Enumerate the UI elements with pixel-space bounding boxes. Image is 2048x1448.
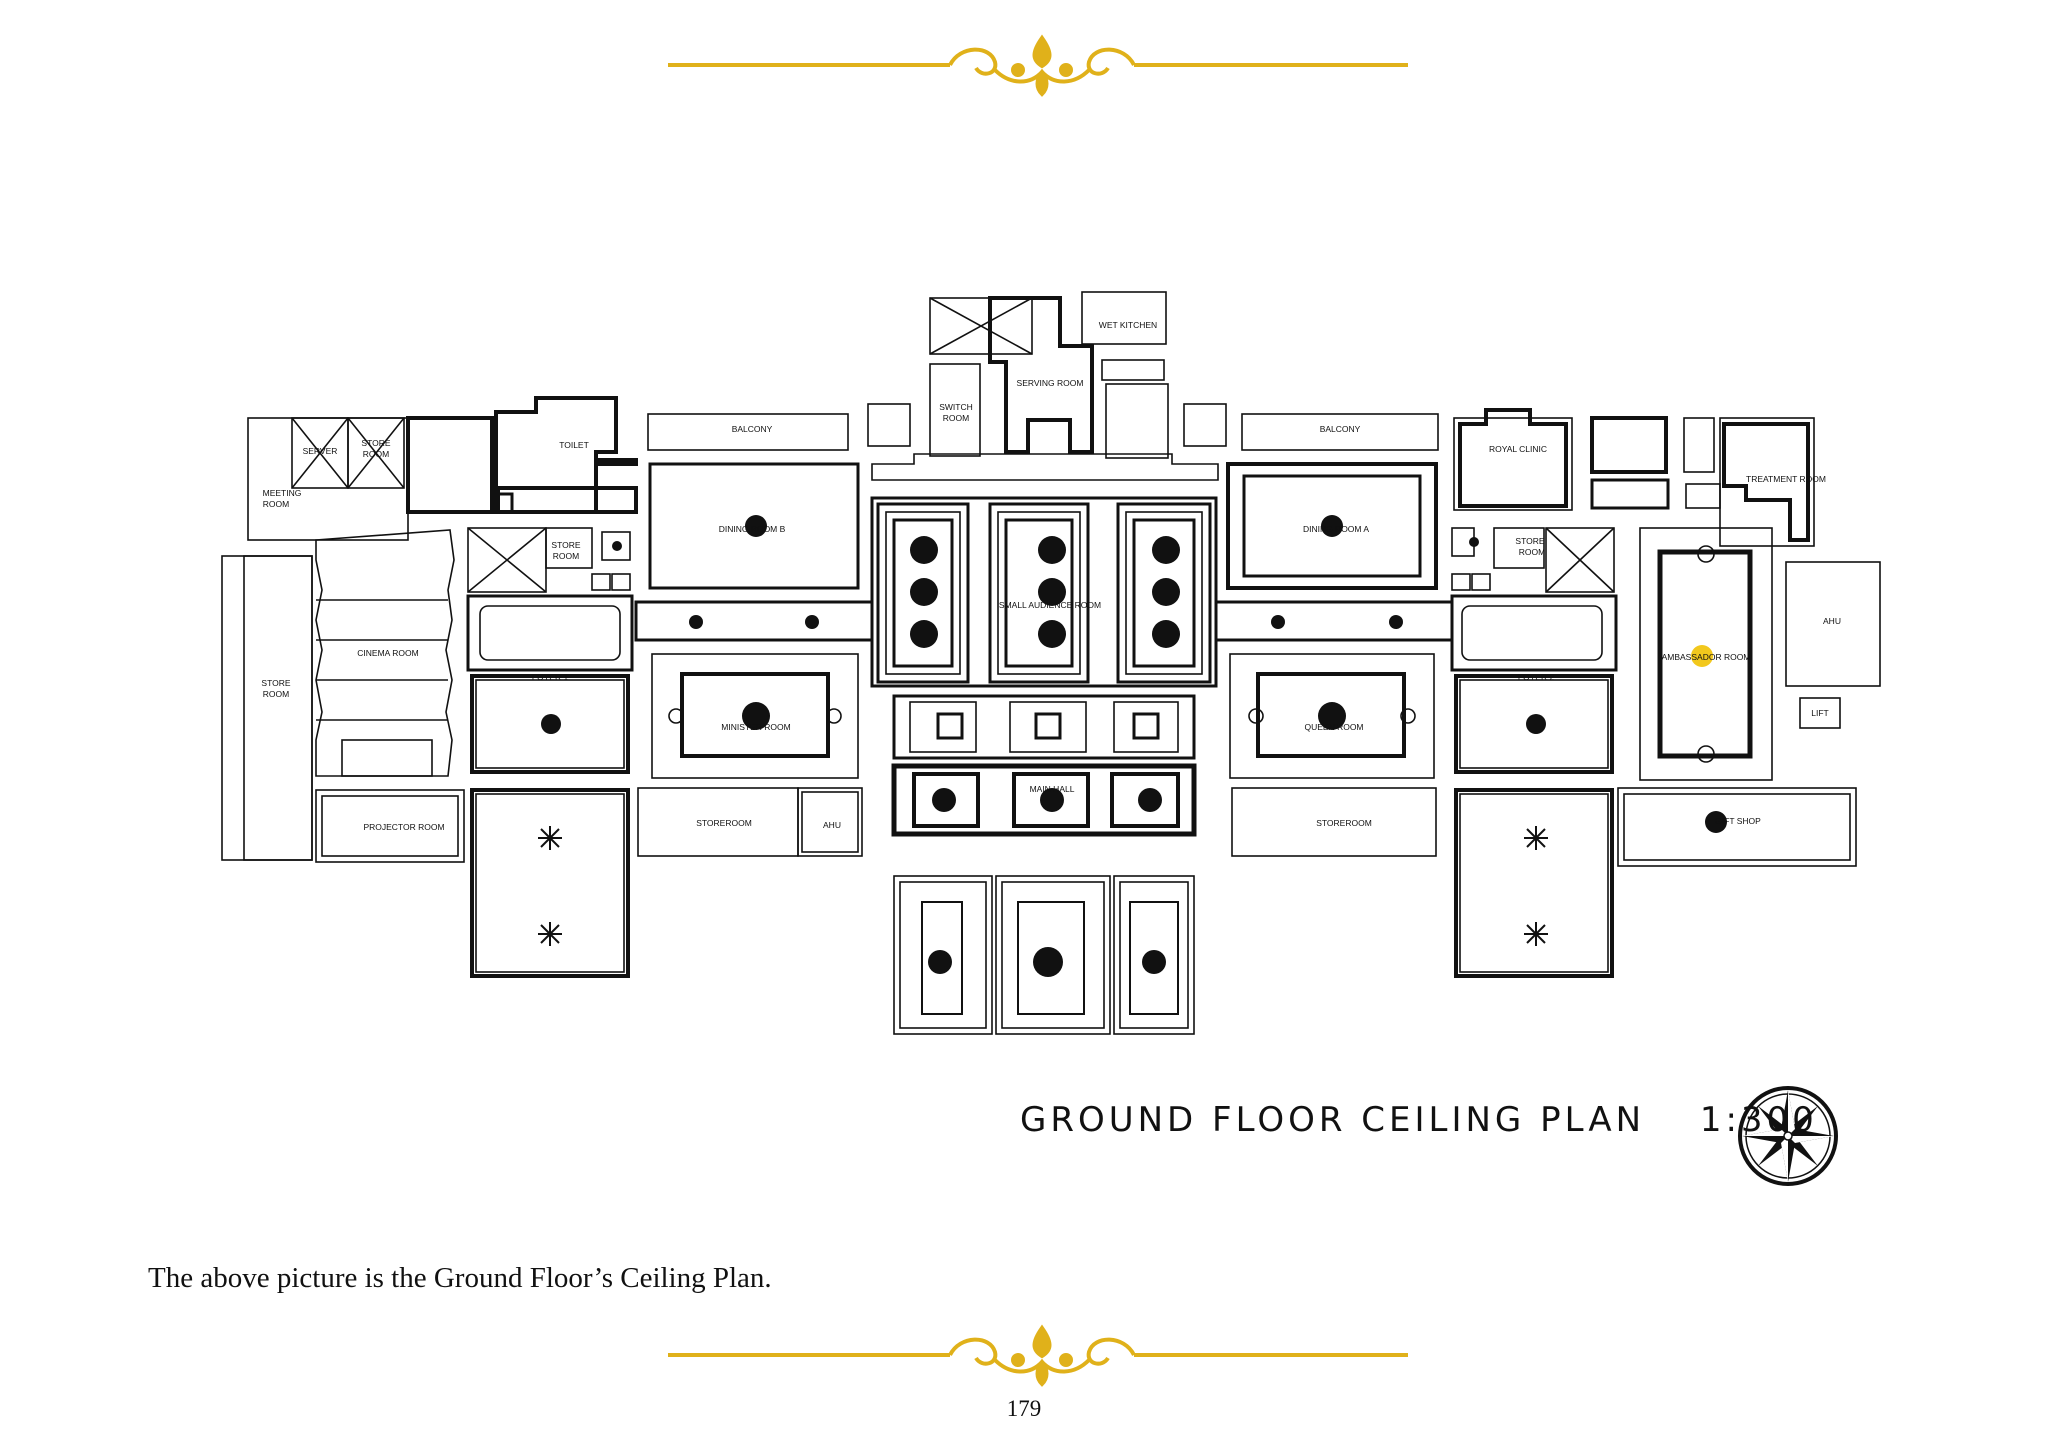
queen-room-outline bbox=[1256, 672, 1406, 758]
store-room-mid-left-outline bbox=[545, 527, 593, 569]
toilet-outline bbox=[494, 396, 638, 514]
serving-room-label: SERVING ROOM bbox=[1017, 378, 1084, 388]
projector-room-label: PROJECTOR ROOM bbox=[363, 822, 444, 832]
royal-clinic-outline bbox=[1458, 408, 1568, 508]
caption: The above picture is the Ground Floor’s … bbox=[148, 1262, 772, 1294]
minister-room-label: MINISTER ROOM bbox=[721, 722, 790, 732]
storeroom-left-label: STOREROOM bbox=[696, 818, 752, 828]
balcony-right-label: BALCONY bbox=[1320, 424, 1361, 434]
store-room-mid-right-outline bbox=[1493, 527, 1545, 569]
foyer-left-label: FOYER 1 bbox=[532, 672, 569, 682]
scroll-ornament-icon bbox=[668, 34, 1408, 97]
cinema-room-outline bbox=[315, 529, 455, 777]
queen-room-label: QUEEN ROOM bbox=[1304, 722, 1363, 732]
storeroom-right-label: STOREROOM bbox=[1316, 818, 1372, 828]
balcony-left-outline bbox=[647, 413, 849, 451]
dining-room-a-label: DINING ROOM A bbox=[1303, 524, 1369, 534]
balcony-left-label: BALCONY bbox=[732, 424, 773, 434]
store-room-top-left-outline bbox=[347, 417, 405, 489]
store-room-far-left-outline bbox=[221, 555, 313, 861]
gift-shop-outline bbox=[1623, 793, 1851, 861]
plan-scale: 1:300 bbox=[1699, 1100, 1818, 1140]
toilet-label: TOILET bbox=[559, 440, 589, 450]
ornament-bottom bbox=[668, 1324, 1408, 1387]
balcony-right-outline bbox=[1241, 413, 1439, 451]
plan-title-text: GROUND FLOOR CEILING PLAN bbox=[1020, 1100, 1646, 1140]
ambassador-room-label: AMBASSADOR ROOM bbox=[1662, 652, 1751, 662]
ahu-right-outline bbox=[1785, 561, 1881, 687]
cinema-room-label: CINEMA ROOM bbox=[357, 648, 418, 658]
server-label: SERVER bbox=[303, 446, 338, 456]
ahu-left-label: AHU bbox=[823, 820, 841, 830]
treatment-room-outline bbox=[1722, 422, 1810, 542]
plan-title: GROUND FLOOR CEILING PLAN 1:300 bbox=[1020, 1100, 1814, 1140]
ahu-right-label: AHU bbox=[1823, 616, 1841, 626]
dining-room-b-outline bbox=[648, 462, 860, 590]
main-hall-label: MAIN HALL bbox=[1030, 784, 1075, 794]
storeroom-right-outline bbox=[1231, 787, 1437, 857]
ambassador-room-outline bbox=[1657, 549, 1753, 759]
switch-room-outline bbox=[929, 363, 981, 457]
royal-clinic-label: ROYAL CLINIC bbox=[1489, 444, 1547, 454]
dining-room-a-outline bbox=[1226, 462, 1438, 590]
ornament-top bbox=[668, 34, 1408, 97]
serving-room-outline bbox=[988, 296, 1094, 454]
lift-label: LIFT bbox=[1811, 708, 1828, 718]
small-audience-room-label: SMALL AUDIENCE ROOM bbox=[999, 600, 1101, 610]
highlight-marker bbox=[1691, 645, 1713, 667]
lift-outline bbox=[1799, 697, 1841, 729]
scroll-ornament-icon bbox=[668, 1324, 1408, 1387]
main-hall-outline bbox=[891, 763, 1197, 837]
minister-room-outline bbox=[680, 672, 830, 758]
foyer-left-outline bbox=[470, 674, 630, 774]
small-audience-room-outline bbox=[870, 496, 1218, 688]
foyer-right-label: FOYER 2 bbox=[1518, 672, 1555, 682]
ahu-left-outline bbox=[797, 787, 863, 857]
gift-shop-label: GIFT SHOP bbox=[1715, 816, 1761, 826]
compass-rose-icon bbox=[1738, 1086, 1838, 1186]
meeting-room-outline bbox=[247, 417, 409, 541]
wet-kitchen-outline bbox=[1081, 291, 1167, 345]
projector-room-outline bbox=[315, 789, 465, 863]
page-number: 179 bbox=[1006, 1396, 1042, 1421]
dining-room-b-label: DINING ROOM B bbox=[719, 524, 786, 534]
foyer-right-outline bbox=[1454, 674, 1614, 774]
wet-kitchen-label: WET KITCHEN bbox=[1099, 320, 1157, 330]
treatment-room-label: TREATMENT ROOM bbox=[1746, 474, 1826, 484]
